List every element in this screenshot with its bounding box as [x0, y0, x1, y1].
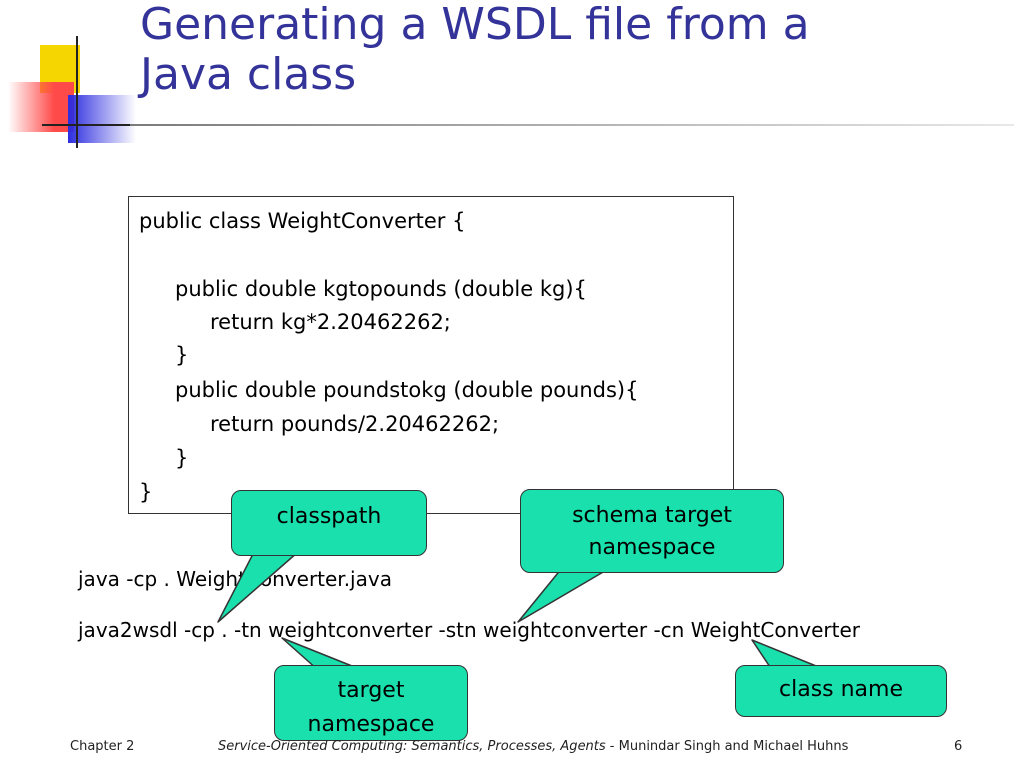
schema-target-callout-tail: [517, 567, 611, 623]
compile-command: java -cp . WeightConverter.java: [78, 567, 392, 591]
java2wsdl-command: java2wsdl -cp . -tn weightconverter -stn…: [78, 618, 860, 642]
code-line: return kg*2.20462262;: [210, 310, 451, 334]
target-namespace-callout-line2: namespace: [307, 712, 435, 737]
slide-title: Generating a WSDL file from a Java class: [140, 0, 1000, 100]
classpath-callout-label: classpath: [276, 504, 382, 529]
code-line: public class WeightConverter {: [139, 209, 466, 233]
classpath-callout: classpath: [231, 490, 427, 556]
schema-target-callout-line1: schema target: [572, 503, 732, 528]
target-namespace-callout-line1: target: [337, 678, 405, 703]
target-namespace-callout: target namespace: [274, 665, 468, 741]
code-line: public double poundstokg (double pounds)…: [175, 378, 639, 402]
code-line: return pounds/2.20462262;: [210, 412, 500, 436]
footer-citation: Service-Oriented Computing: Semantics, P…: [218, 738, 848, 756]
code-box: [128, 196, 734, 514]
logo-vertical-line: [76, 36, 78, 148]
footer-chapter: Chapter 2: [70, 739, 135, 754]
schema-target-callout: schema target namespace: [520, 489, 784, 573]
code-line: }: [175, 343, 189, 367]
logo-horizontal-line: [42, 124, 142, 126]
class-name-callout-label: class name: [779, 677, 903, 702]
title-underline: [130, 124, 1014, 126]
title-line-2: Java class: [140, 49, 357, 100]
schema-target-callout-line2: namespace: [588, 535, 716, 560]
code-line: public double kgtopounds (double kg){: [175, 277, 587, 301]
footer-page-number: 6: [954, 739, 963, 754]
logo-blue-block: [68, 95, 136, 143]
footer-authors: - Munindar Singh and Michael Huhns: [605, 739, 849, 754]
classpath-callout-tail: [217, 551, 299, 623]
code-line: }: [139, 480, 153, 504]
code-line: }: [175, 446, 189, 470]
class-name-callout: class name: [735, 665, 947, 717]
footer-book-title: Service-Oriented Computing: Semantics, P…: [218, 739, 606, 754]
title-line-1: Generating a WSDL file from a: [140, 0, 810, 50]
logo-red-block: [8, 82, 74, 132]
